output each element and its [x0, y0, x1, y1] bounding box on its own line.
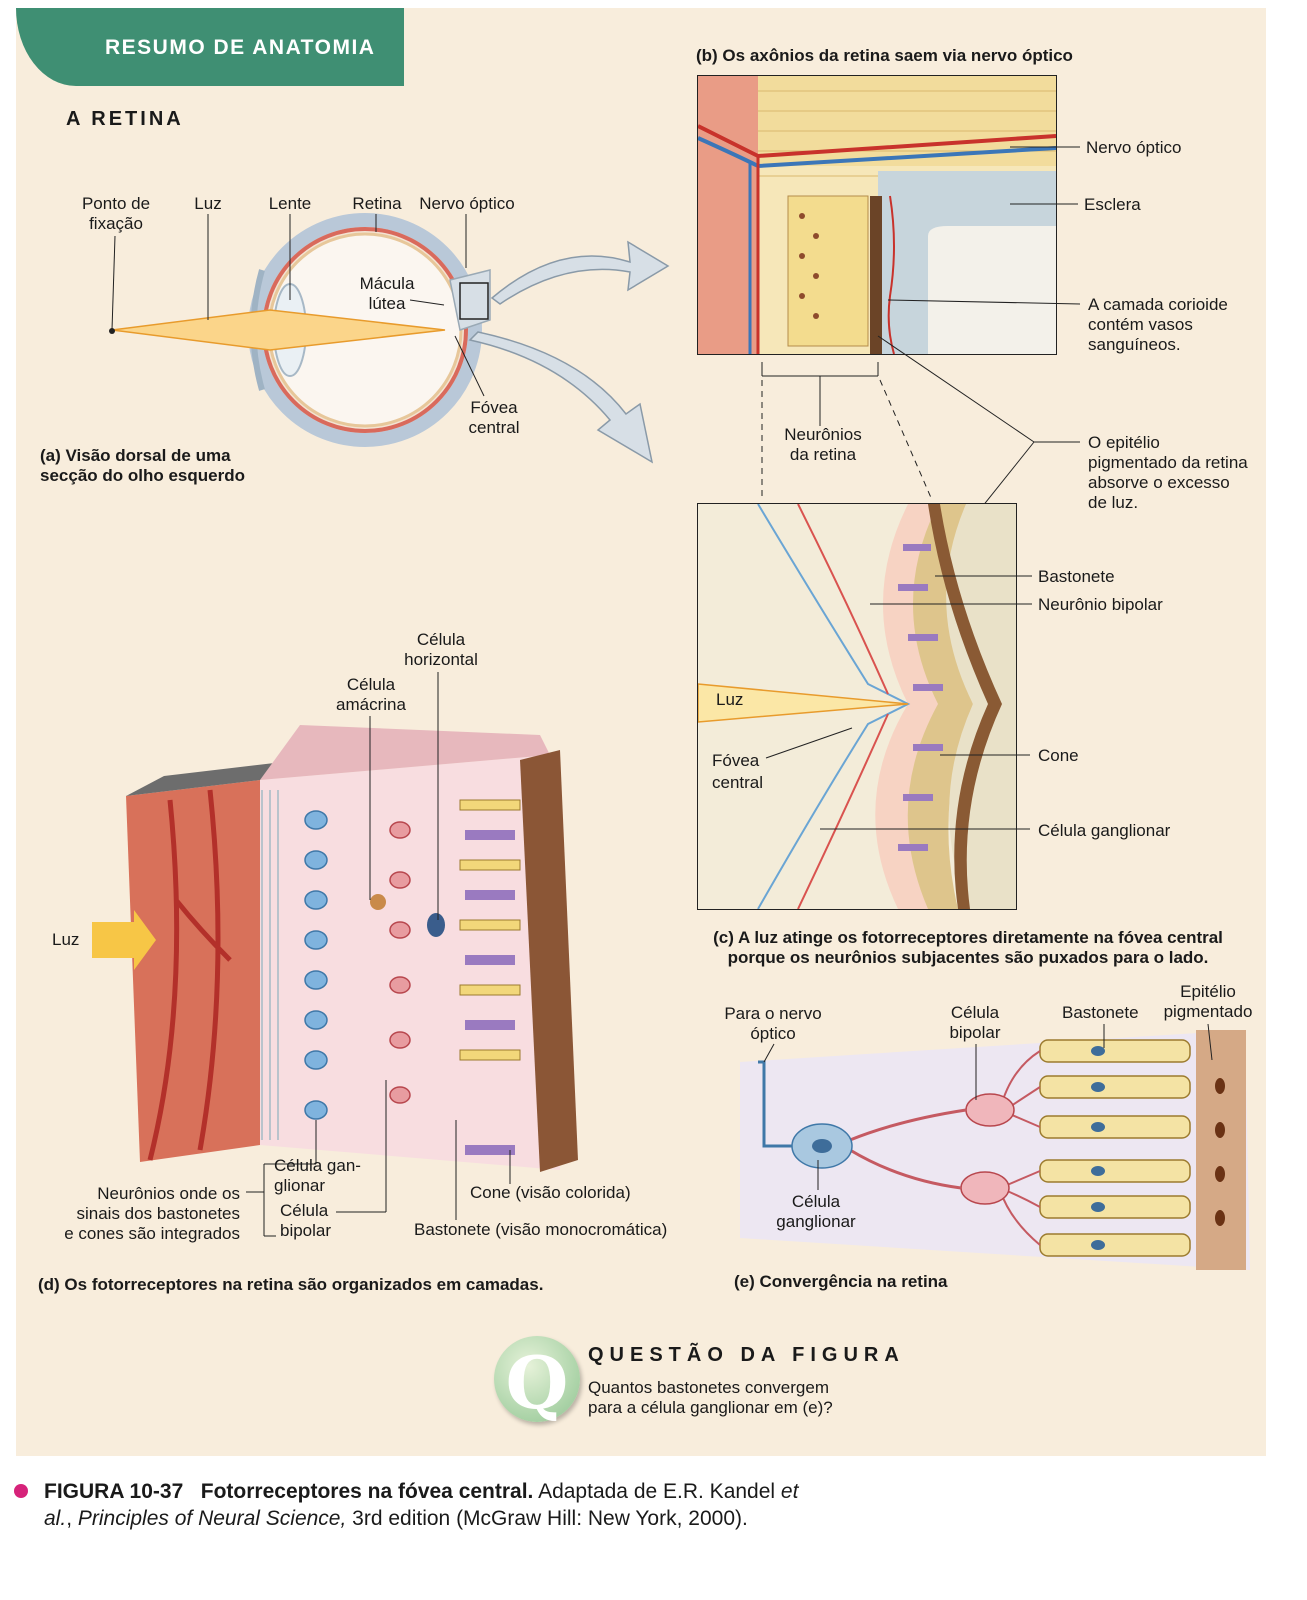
label-light-d: Luz	[52, 930, 80, 949]
label-ganglion-e: Célula ganglionar	[776, 1192, 856, 1231]
label-rod-c: Bastonete	[1038, 567, 1115, 586]
caption-d: (d) Os fotorreceptores na retina são org…	[38, 1275, 544, 1294]
panel-b-frame	[697, 75, 1057, 355]
label-optic-nerve-b: Nervo óptico	[1086, 138, 1182, 157]
label-choroid: A camada corioide contém vasos sanguíneo…	[1088, 295, 1228, 354]
label-integration: Neurônios onde os sinais dos bastonetes …	[64, 1184, 240, 1243]
badge-label: RESUMO DE ANATOMIA	[105, 36, 376, 59]
figure-heading: A RETINA	[66, 108, 184, 130]
figure-caption-text-2: ,	[66, 1507, 78, 1530]
label-rod-e: Bastonete	[1062, 1003, 1139, 1022]
label-optic-nerve-a: Nervo óptico	[419, 194, 515, 213]
label-fovea-c: Fóvea central	[712, 751, 764, 792]
figure-caption-italic-1: et al.	[44, 1480, 799, 1530]
figure-number: FIGURA 10-37	[44, 1480, 184, 1503]
label-bipolar-c: Neurônio bipolar	[1038, 595, 1163, 614]
label-light-a: Luz	[194, 194, 222, 213]
caption-bullet	[14, 1484, 28, 1498]
label-fixation: Ponto de fixação	[81, 194, 151, 233]
panel-c-frame	[697, 503, 1017, 910]
figure-caption-text-3: 3rd edition (McGraw Hill: New York, 2000…	[346, 1507, 748, 1530]
question-text: Quantos bastonetes convergem para a célu…	[588, 1378, 833, 1417]
label-ganglion-c: Célula ganglionar	[1038, 821, 1171, 840]
label-cone-c: Cone	[1038, 746, 1079, 765]
question-title: QUESTÃO DA FIGURA	[588, 1344, 905, 1366]
label-amacrine-cell: Célula amácrina	[336, 675, 406, 714]
section-badge	[16, 8, 404, 86]
label-horizontal-cell: Célula horizontal	[404, 630, 478, 669]
label-cone-d: Cone (visão colorida)	[470, 1183, 631, 1202]
figure-title: Fotorreceptores na fóvea central.	[200, 1480, 534, 1503]
caption-a: (a) Visão dorsal de uma secção do olho e…	[40, 446, 245, 485]
label-retinal-neurons: Neurônios da retina	[784, 425, 862, 464]
label-bipolar-d: Célula bipolar	[280, 1201, 332, 1240]
panel-c-illustration	[698, 504, 1016, 909]
figure-caption-text-1: Adaptada de E.R. Kandel	[533, 1480, 781, 1503]
label-epithelium-e: Epitélio pigmentado	[1163, 982, 1253, 1021]
label-light-c: Luz	[716, 690, 744, 709]
figure-caption-italic-2: Principles of Neural Science,	[77, 1507, 347, 1530]
panel-b-illustration	[698, 76, 1056, 354]
label-fovea-a: Fóvea central	[468, 398, 520, 437]
label-rod-d: Bastonete (visão monocromática)	[414, 1220, 668, 1239]
figure-caption: FIGURA 10-37 Fotorreceptores na fóvea ce…	[44, 1478, 824, 1532]
label-bipolar-e: Célula bipolar	[949, 1003, 1001, 1042]
label-fixation-line1: Ponto de fixação	[70, 194, 162, 234]
label-macula: Mácula lútea	[359, 274, 415, 313]
caption-e: (e) Convergência na retina	[734, 1272, 948, 1291]
question-icon: Q	[494, 1336, 580, 1425]
label-ganglion-d: Célula gan- glionar	[274, 1156, 361, 1195]
caption-b: (b) Os axônios da retina saem via nervo …	[696, 46, 1073, 65]
question-letter: Q	[505, 1340, 569, 1425]
label-lens: Lente	[268, 194, 312, 213]
label-sclera: Esclera	[1084, 195, 1141, 214]
caption-c: (c) A luz atinge os fotorreceptores dire…	[713, 928, 1223, 967]
label-retina: Retina	[352, 194, 402, 213]
label-pigment-epithelium-b: O epitélio pigmentado da retina absorve …	[1088, 433, 1248, 512]
label-to-optic-nerve: Para o nervo óptico	[724, 1004, 822, 1043]
